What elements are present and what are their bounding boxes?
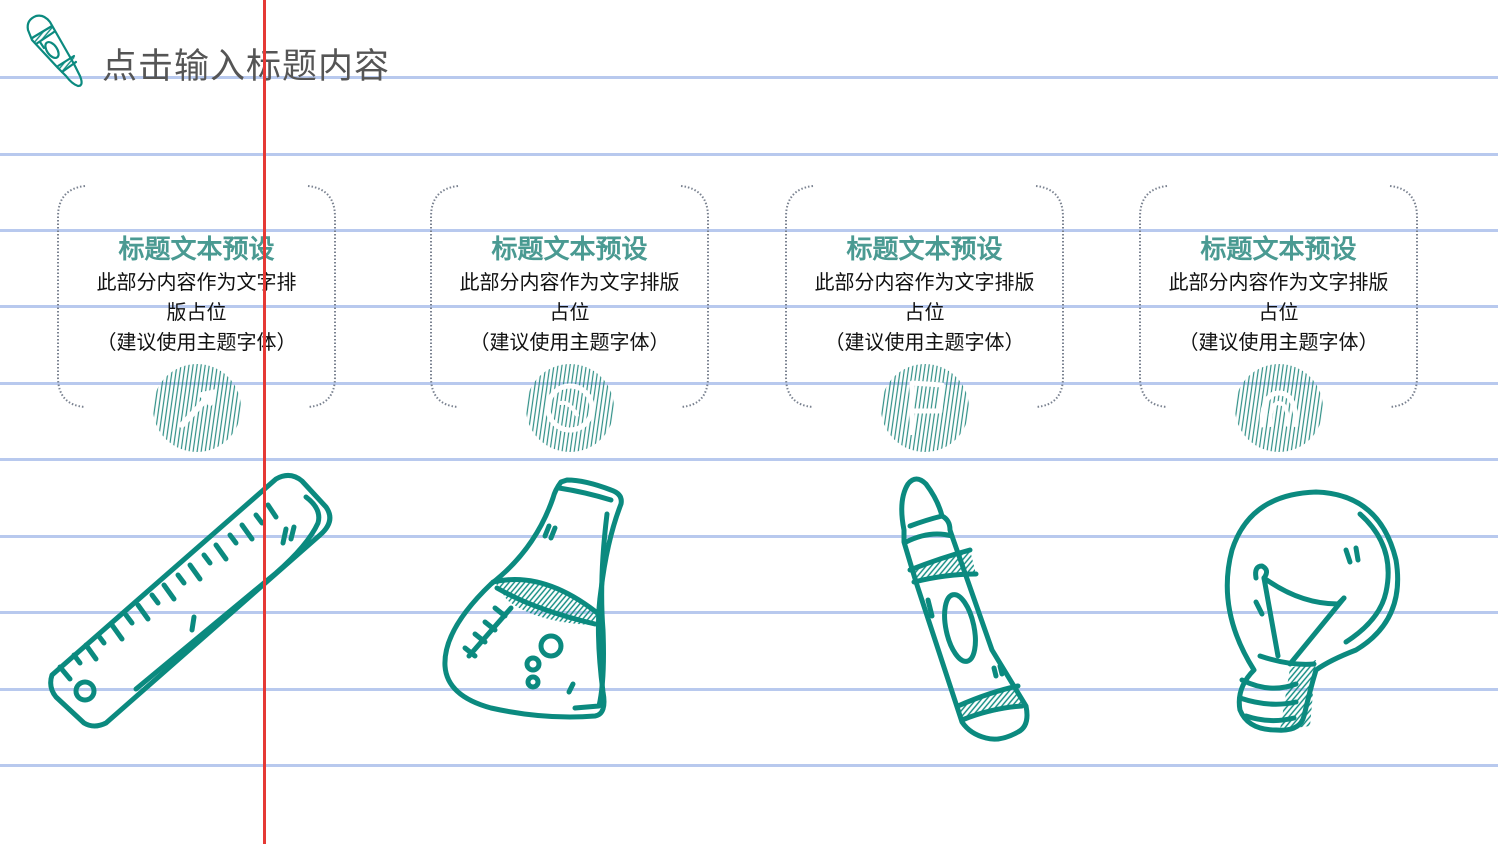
notebook-rule (0, 611, 1498, 614)
flask-icon (442, 477, 624, 720)
card-text: 标题文本预设 此部分内容作为文字排版 占位 （建议使用主题字体） (1139, 233, 1418, 357)
notebook-rule (0, 764, 1498, 767)
card-body-line: （建议使用主题字体） (1178, 330, 1379, 354)
card-1: 标题文本预设 此部分内容作为文字排 版占位 （建议使用主题字体） (57, 185, 336, 452)
card-3: 标题文本预设 此部分内容作为文字排版 占位 （建议使用主题字体） (785, 185, 1064, 452)
notebook-rule (0, 76, 1498, 79)
crayon-icon (899, 476, 1030, 742)
notebook-rule (0, 535, 1498, 538)
card-4: 标题文本预设 此部分内容作为文字排版 占位 （建议使用主题字体） (1139, 185, 1418, 452)
card-text: 标题文本预设 此部分内容作为文字排 版占位 （建议使用主题字体） (57, 233, 336, 357)
card-title[interactable]: 标题文本预设 (846, 235, 1003, 265)
card-body-line: 版占位 (166, 300, 227, 324)
card-body-line: 占位 (1258, 300, 1299, 324)
card-text: 标题文本预设 此部分内容作为文字排版 占位 （建议使用主题字体） (430, 233, 709, 357)
notebook-rule (0, 305, 1498, 308)
crayon-icon (26, 14, 83, 88)
card-body-line: （建议使用主题字体） (824, 330, 1025, 354)
card-text: 标题文本预设 此部分内容作为文字排版 占位 （建议使用主题字体） (785, 233, 1064, 357)
flag-icon (880, 364, 969, 452)
lightbulb-icon (1224, 489, 1401, 733)
card-2: 标题文本预设 此部分内容作为文字排版 占位 （建议使用主题字体） (430, 185, 709, 452)
notebook-rule (0, 229, 1498, 232)
notebook-rule (0, 688, 1498, 691)
notebook-rule (0, 153, 1498, 156)
card-title[interactable]: 标题文本预设 (118, 235, 275, 265)
card-body-line: 占位 (549, 300, 590, 324)
notebook-rule (0, 458, 1498, 461)
ruler-icon (48, 473, 333, 729)
card-body-line: （建议使用主题字体） (469, 330, 670, 354)
card-body-line: 此部分内容作为文字排版 (459, 270, 680, 294)
dotted-bracket (57, 185, 336, 408)
dotted-bracket (1139, 185, 1418, 408)
margin-line (263, 0, 266, 844)
notebook-rule (0, 382, 1498, 385)
dotted-bracket (785, 185, 1064, 408)
send-icon (152, 364, 241, 452)
dotted-bracket (430, 185, 709, 408)
card-body-line: 此部分内容作为文字排版 (814, 270, 1035, 294)
page-title[interactable]: 点击输入标题内容 (102, 47, 391, 87)
chat-icon (525, 364, 614, 452)
wifi-icon (1234, 364, 1323, 452)
card-body-line: （建议使用主题字体） (96, 330, 297, 354)
card-body-line: 此部分内容作为文字排 (96, 270, 297, 294)
card-title[interactable]: 标题文本预设 (1200, 235, 1357, 265)
card-body-line: 此部分内容作为文字排版 (1168, 270, 1389, 294)
card-body-line: 占位 (904, 300, 945, 324)
card-title[interactable]: 标题文本预设 (491, 235, 648, 265)
